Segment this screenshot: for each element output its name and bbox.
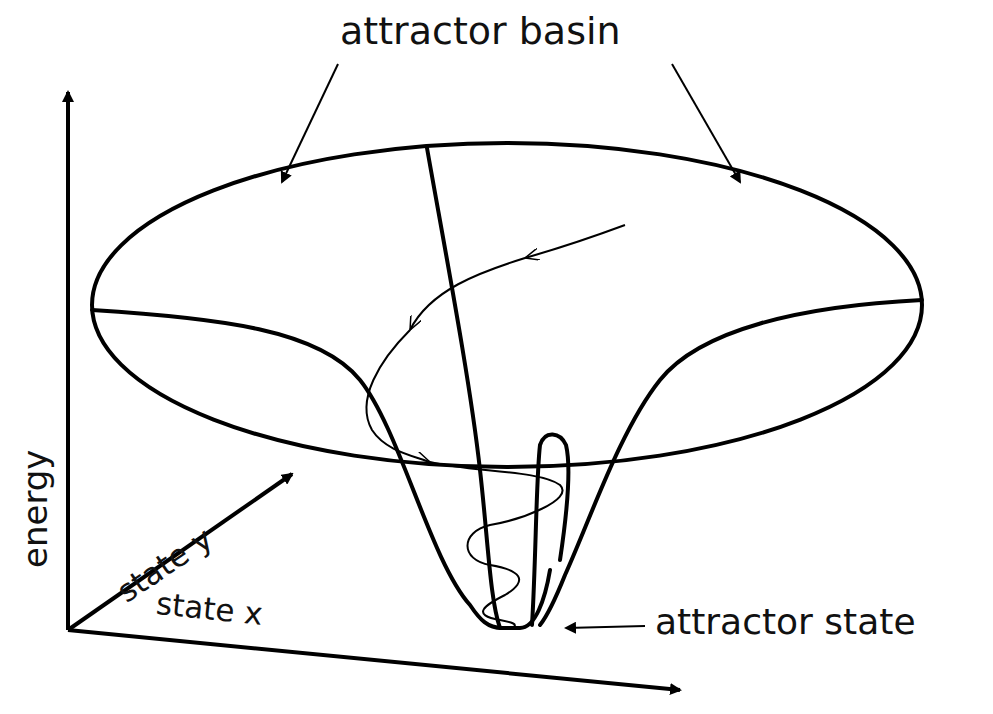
axis-label: energy [18,450,52,568]
trajectory [410,258,525,330]
energy-axis [66,92,70,630]
axis-label: state x [155,588,264,630]
state-label: attractor state [655,604,916,640]
basin-right-profile [540,300,922,625]
state-x-axis [68,630,680,690]
leader-line [672,64,740,182]
trajectory [366,330,430,462]
trajectory [525,225,625,258]
leader-line [282,64,338,182]
well-ridge [532,434,568,625]
leader-line [566,626,645,628]
trajectory-spiral [430,462,563,628]
basin-rim [92,143,922,467]
basin-back-profile [427,148,500,628]
basin-label: attractor basin [340,12,621,50]
state-y-axis [68,474,292,630]
